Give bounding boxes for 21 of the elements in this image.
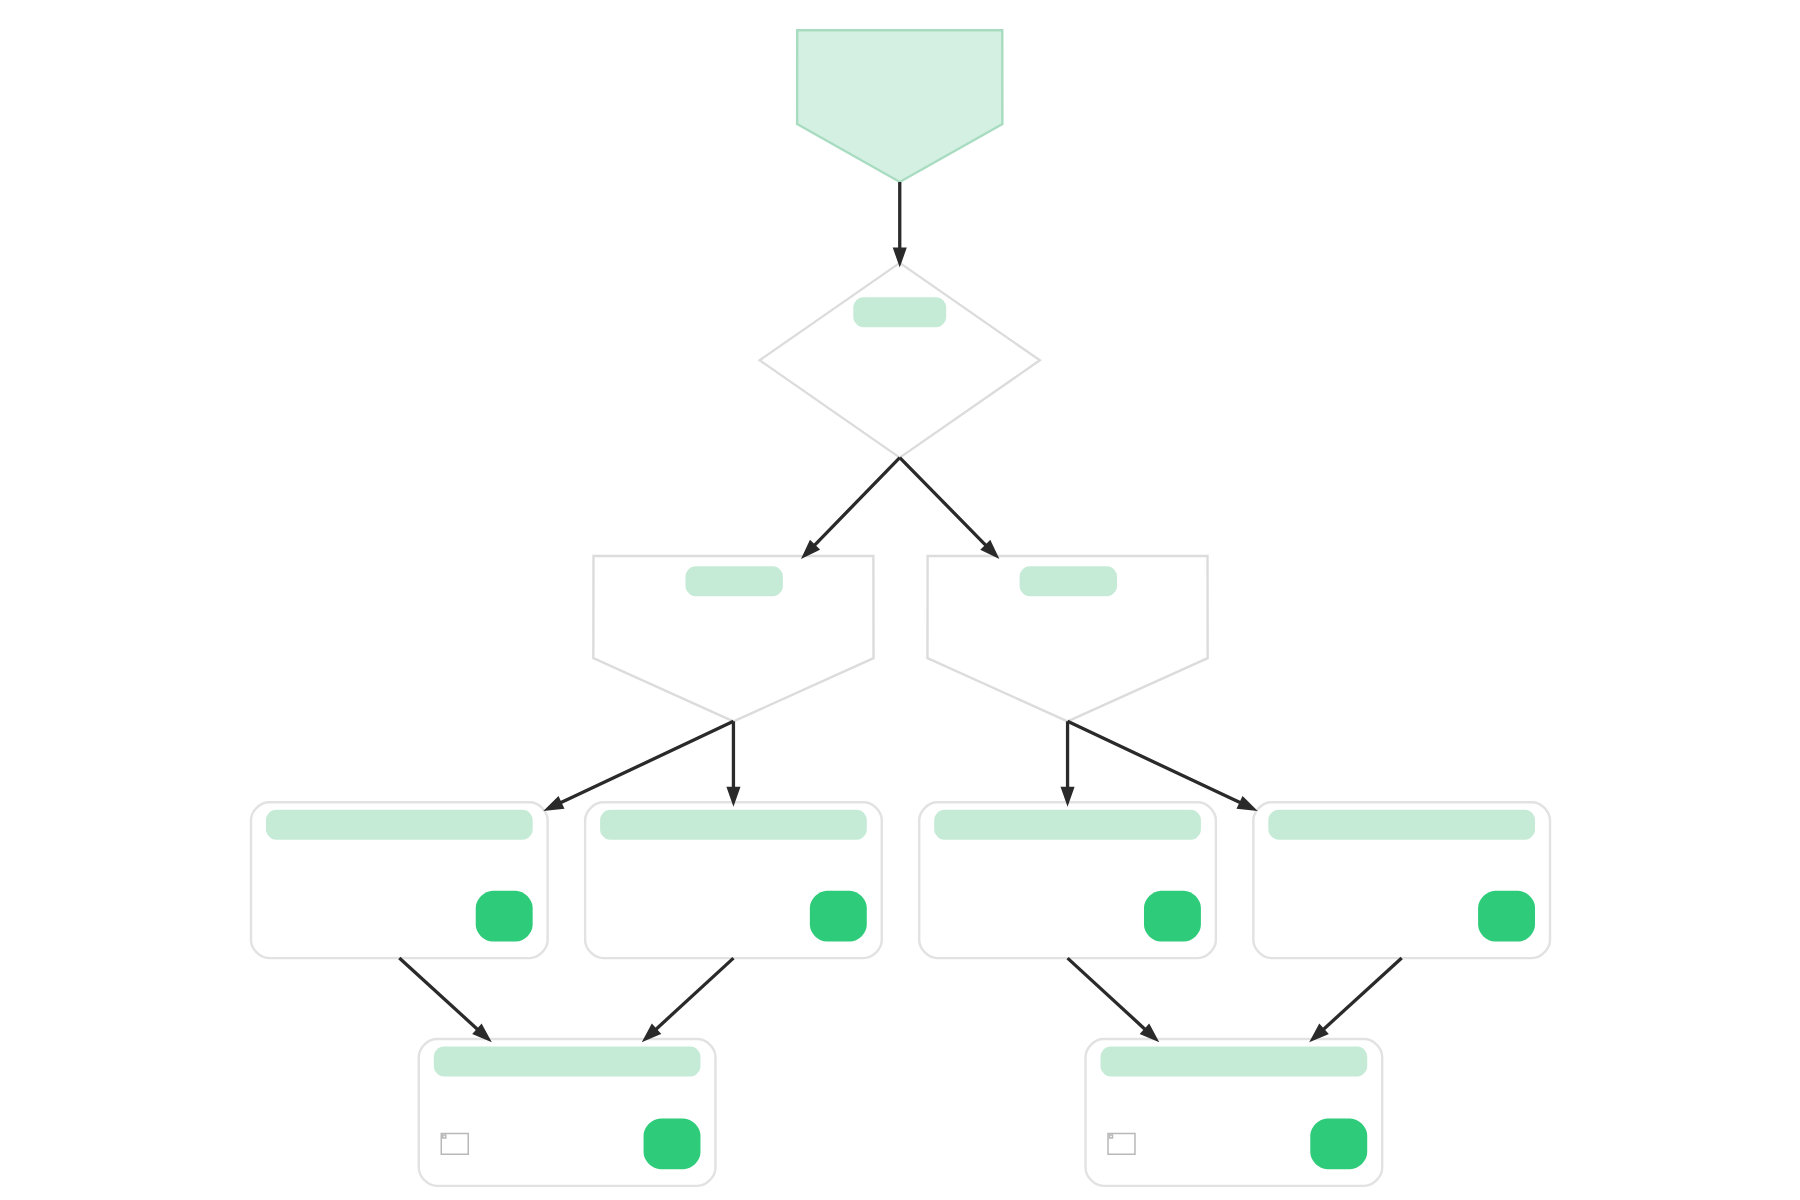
arrow — [1066, 719, 1258, 811]
node-pentagon — [795, 29, 1004, 184]
node-diamond — [757, 261, 1042, 460]
arrow — [1060, 721, 1075, 807]
node-box — [1083, 1037, 1383, 1188]
node-box — [1251, 801, 1551, 960]
node-pentagon — [925, 554, 1209, 723]
node-pentagon — [591, 554, 875, 723]
arrow — [892, 182, 907, 268]
arrow — [641, 956, 735, 1043]
node-box — [417, 1037, 717, 1188]
arrow — [1065, 956, 1159, 1043]
node-box — [917, 801, 1217, 960]
node-box — [249, 801, 549, 960]
arrow — [898, 456, 999, 560]
arrow — [542, 719, 734, 811]
arrow — [800, 456, 901, 560]
arrow — [397, 956, 492, 1043]
arrow — [725, 721, 740, 807]
arrow — [1308, 956, 1403, 1043]
node-box — [583, 801, 883, 960]
